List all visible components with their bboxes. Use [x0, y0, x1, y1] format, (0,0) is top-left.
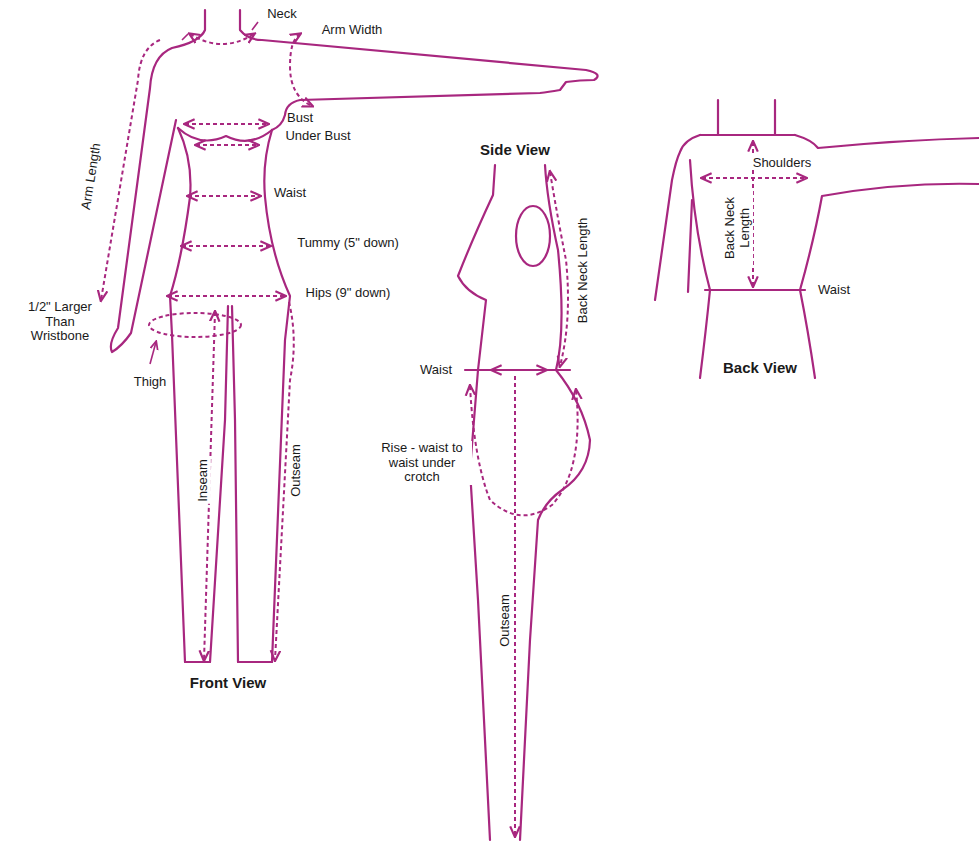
measurement-label: Arm Width [322, 23, 383, 38]
measurement-label: Waist [420, 363, 452, 378]
measurement-label: Thigh [134, 375, 167, 390]
measurement-label: Tummy (5" down) [297, 236, 399, 251]
measurement-label: 1/2" Larger Than Wristbone [17, 300, 103, 345]
measurement-label: Waist [818, 283, 850, 298]
measurement-label: Back Neck Length [577, 215, 592, 325]
measurement-label: Arm Length [79, 142, 104, 211]
leader-lines [150, 22, 258, 364]
measurement-label: Inseam [196, 457, 211, 504]
measurement-label: Under Bust [285, 129, 350, 144]
measurement-label: Neck [267, 7, 297, 22]
view-title: Side View [480, 141, 550, 158]
measurement-label: Hips (9" down) [306, 286, 391, 301]
measurement-label: Bust [287, 111, 313, 126]
measurement-label: Outseam [498, 592, 513, 649]
measurement-label: Rise - waist to waist under crotch [372, 441, 472, 486]
measurement-label: Waist [274, 186, 306, 201]
figure-outline [111, 10, 979, 840]
measurement-label: Back Neck Length [723, 190, 753, 266]
view-title: Back View [723, 359, 797, 376]
measurement-label: Shoulders [751, 156, 814, 171]
measurement-lines [101, 34, 806, 836]
measurement-label: Outseam [289, 442, 304, 499]
view-title: Front View [190, 674, 266, 691]
